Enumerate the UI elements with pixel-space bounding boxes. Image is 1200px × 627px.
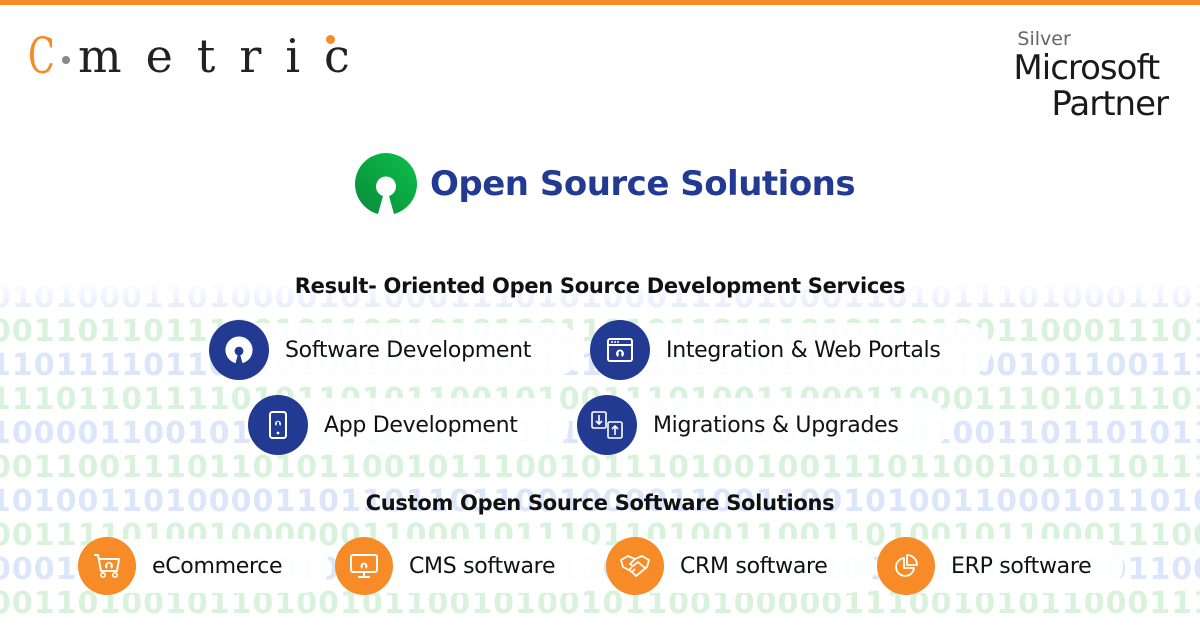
service-app-development[interactable]: App Development — [248, 395, 569, 455]
page-title: Open Source Solutions — [430, 164, 856, 204]
service-icon-circle — [577, 395, 637, 455]
partner-line1: Microsoft — [1013, 48, 1160, 88]
solution-ecommerce[interactable]: eCommerce — [78, 537, 329, 595]
handshake-icon — [620, 555, 650, 577]
solution-label: eCommerce — [152, 553, 283, 579]
services-heading: Result- Oriented Open Source Development… — [294, 274, 906, 298]
solution-icon-circle — [78, 537, 136, 595]
service-label: Software Development — [285, 337, 532, 363]
download-upload-icon — [591, 411, 623, 439]
pie-chart-icon — [895, 554, 918, 577]
solution-label: CRM software — [680, 553, 828, 579]
service-icon-circle — [209, 320, 269, 380]
solution-icon-circle — [606, 537, 664, 595]
service-software-development[interactable]: Software Development — [209, 320, 580, 380]
solution-crm-software[interactable]: CRM software — [606, 537, 875, 595]
monitor-icon — [350, 554, 378, 578]
solution-cms-software[interactable]: CMS software — [335, 537, 604, 595]
partner-tier: Silver — [1017, 28, 1071, 50]
solution-label: ERP software — [951, 553, 1092, 579]
solution-erp-software[interactable]: ERP software — [877, 537, 1123, 595]
service-label: Migrations & Upgrades — [653, 412, 899, 438]
mobile-phone-icon — [269, 411, 287, 439]
service-label: App Development — [324, 412, 518, 438]
shopping-cart-icon — [94, 554, 120, 578]
binary-row: 1010011010000110110110110010000110011001… — [0, 484, 1200, 519]
background-fade — [0, 280, 1200, 320]
page-header: Open Source Solutions — [354, 152, 856, 216]
top-accent-bar — [0, 0, 1200, 5]
binary-row: 0011001110110101100101110010111010010011… — [0, 450, 1200, 485]
open-source-keyhole-icon — [355, 153, 417, 214]
browser-window-icon — [607, 338, 633, 362]
solution-label: CMS software — [409, 553, 556, 579]
service-migrations-upgrades[interactable]: Migrations & Upgrades — [577, 395, 948, 455]
service-icon-circle — [248, 395, 308, 455]
open-source-icon — [225, 336, 253, 364]
service-label: Integration & Web Portals — [666, 337, 941, 363]
solution-icon-circle — [335, 537, 393, 595]
logo-i-dot — [326, 35, 335, 44]
logo-text: metric — [78, 33, 374, 79]
logo-c: C — [28, 27, 55, 85]
service-icon-circle — [590, 320, 650, 380]
solution-icon-circle — [877, 537, 935, 595]
cmetric-logo: C metric — [28, 28, 374, 84]
microsoft-partner-badge: Silver Microsoft Partner — [1013, 28, 1169, 124]
service-integration-web-portals[interactable]: Integration & Web Portals — [590, 320, 991, 380]
solutions-heading: Custom Open Source Software Solutions — [365, 491, 835, 515]
logo-text-label: metric — [78, 29, 374, 83]
logo-separator-dot — [62, 56, 70, 64]
partner-line2: Partner — [1051, 84, 1169, 124]
